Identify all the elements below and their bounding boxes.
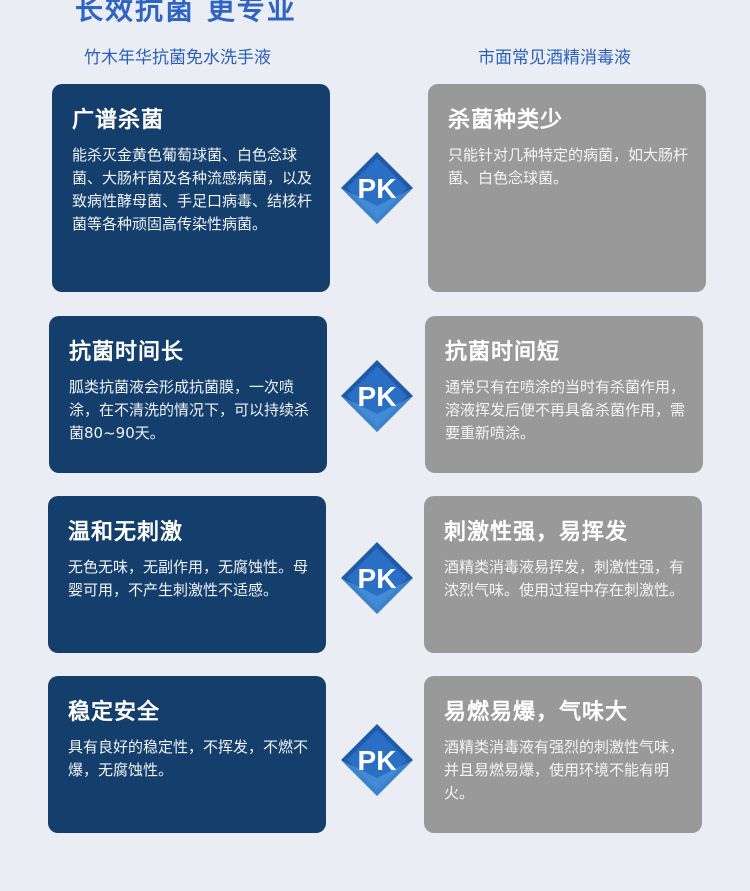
card-title: 易燃易爆，气味大: [444, 700, 629, 725]
right-card-spectrum: 杀菌种类少 只能针对几种特定的病菌，如大肠杆菌、白色念球菌。: [428, 84, 706, 292]
pk-label: PK: [358, 745, 397, 776]
card-title: 温和无刺激: [68, 520, 184, 545]
comparison-row-3: 温和无刺激 无色无味，无副作用，无腐蚀性。母婴可用，不产生刺激性不适感。 PK …: [0, 496, 750, 653]
card-body: 无色无味，无副作用，无腐蚀性。母婴可用，不产生刺激性不适感。: [68, 558, 309, 599]
comparison-row-4: 稳定安全 具有良好的稳定性，不挥发，不燃不爆，无腐蚀性。 PK 易燃易爆，气味大…: [0, 676, 750, 833]
pk-label: PK: [358, 563, 397, 594]
right-column-header: 市面常见酒精消毒液: [478, 48, 631, 68]
card-title: 刺激性强，易挥发: [444, 520, 629, 545]
card-title: 杀菌种类少: [448, 108, 564, 133]
comparison-row-1: 广谱杀菌 能杀灭金黄色葡萄球菌、白色念球菌、大肠杆菌及各种流感病菌，以及致病性酵…: [0, 84, 750, 292]
card-body: 酒精类消毒液易挥发，刺激性强，有浓烈气味。使用过程中存在刺激性。: [444, 558, 685, 599]
card-body: 能杀灭金黄色葡萄球菌、白色念球菌、大肠杆菌及各种流感病菌，以及致病性酵母菌、手足…: [72, 146, 313, 233]
card-body: 只能针对几种特定的病菌，如大肠杆菌、白色念球菌。: [448, 146, 689, 187]
card-title: 广谱杀菌: [72, 108, 165, 133]
left-column-header: 竹木年华抗菌免水洗手液: [84, 48, 271, 68]
left-card-spectrum: 广谱杀菌 能杀灭金黄色葡萄球菌、白色念球菌、大肠杆菌及各种流感病菌，以及致病性酵…: [52, 84, 330, 292]
right-card-duration: 抗菌时间短 通常只有在喷涂的当时有杀菌作用，溶液挥发后便不再具备杀菌作用，需要重…: [425, 316, 703, 473]
pk-icon: PK: [339, 358, 415, 434]
pk-icon: PK: [339, 150, 415, 226]
card-body: 胍类抗菌液会形成抗菌膜，一次喷涂，在不清洗的情况下，可以持续杀菌80~90天。: [69, 378, 310, 442]
card-body: 酒精类消毒液有强烈的刺激性气味，并且易燃易爆，使用环境不能有明火。: [444, 738, 685, 802]
pk-icon: PK: [339, 722, 415, 798]
left-card-stable: 稳定安全 具有良好的稳定性，不挥发，不燃不爆，无腐蚀性。: [48, 676, 326, 833]
card-title: 稳定安全: [68, 700, 161, 725]
card-title: 抗菌时间长: [69, 340, 185, 365]
right-card-irritant: 刺激性强，易挥发 酒精类消毒液易挥发，刺激性强，有浓烈气味。使用过程中存在刺激性…: [424, 496, 702, 653]
pk-icon: PK: [339, 540, 415, 616]
left-card-duration: 抗菌时间长 胍类抗菌液会形成抗菌膜，一次喷涂，在不清洗的情况下，可以持续杀菌80…: [49, 316, 327, 473]
pk-label: PK: [358, 381, 397, 412]
right-card-flammable: 易燃易爆，气味大 酒精类消毒液有强烈的刺激性气味，并且易燃易爆，使用环境不能有明…: [424, 676, 702, 833]
pk-label: PK: [358, 173, 397, 204]
comparison-row-2: 抗菌时间长 胍类抗菌液会形成抗菌膜，一次喷涂，在不清洗的情况下，可以持续杀菌80…: [0, 316, 750, 473]
card-body: 通常只有在喷涂的当时有杀菌作用，溶液挥发后便不再具备杀菌作用，需要重新喷涂。: [445, 378, 686, 442]
page-title: 长效抗菌 更专业: [75, 0, 297, 26]
card-body: 具有良好的稳定性，不挥发，不燃不爆，无腐蚀性。: [68, 738, 309, 779]
card-title: 抗菌时间短: [445, 340, 561, 365]
left-card-mild: 温和无刺激 无色无味，无副作用，无腐蚀性。母婴可用，不产生刺激性不适感。: [48, 496, 326, 653]
